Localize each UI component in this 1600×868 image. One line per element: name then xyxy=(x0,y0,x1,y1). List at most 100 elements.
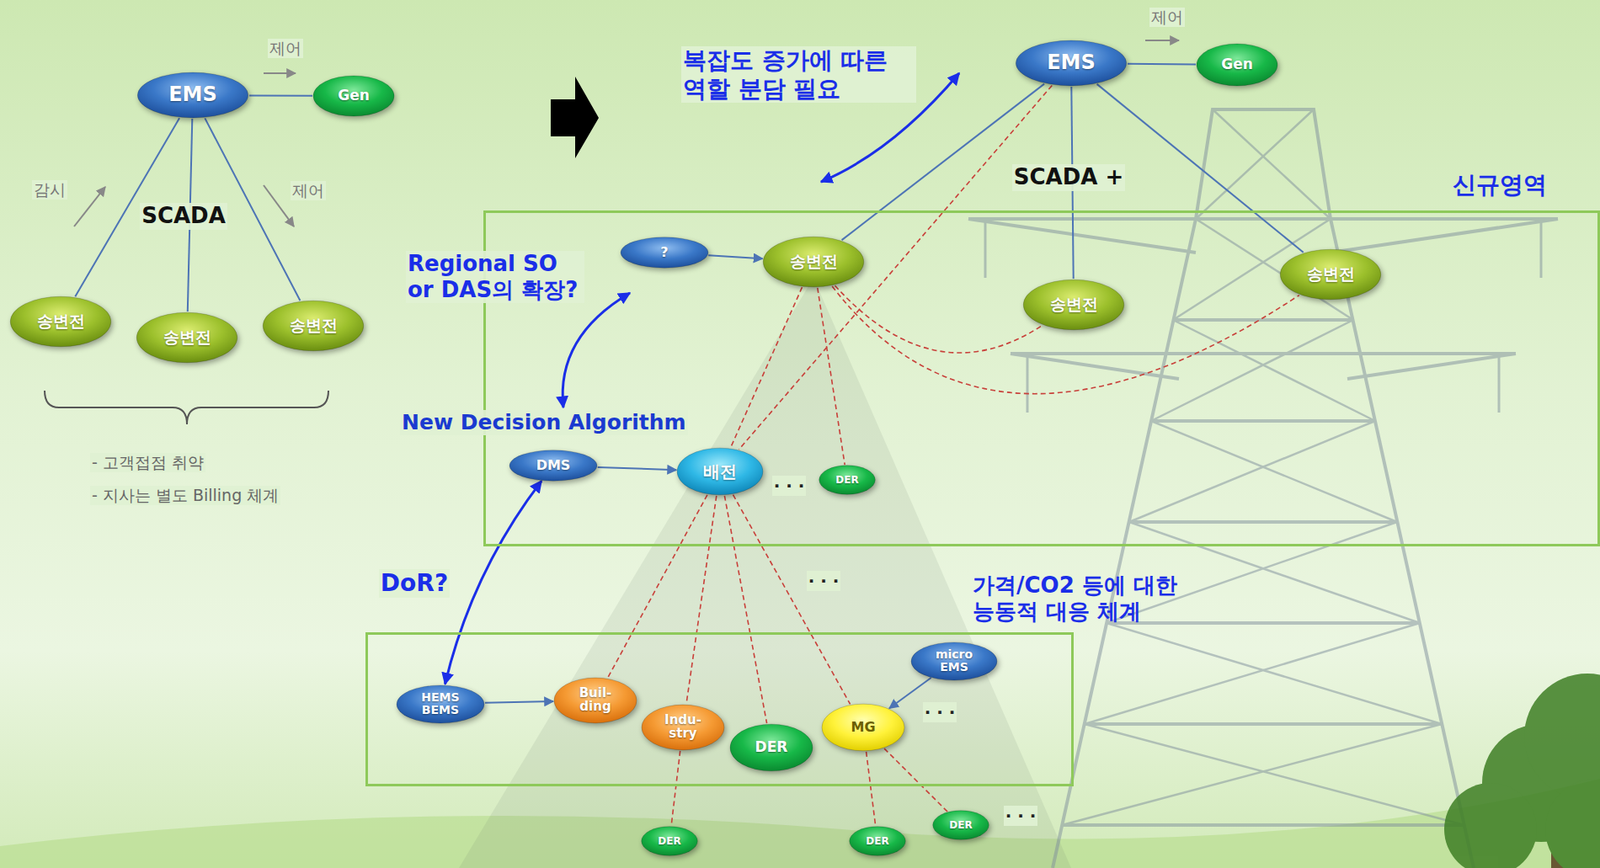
oval-fill xyxy=(1015,40,1126,86)
connector xyxy=(671,751,681,827)
oval-node: DER xyxy=(932,810,990,841)
pylon xyxy=(968,109,1558,868)
node-text-group: Gen xyxy=(337,88,370,104)
node-text-group: Indu- stry xyxy=(664,714,702,742)
node-text-group: 송변전 xyxy=(163,329,212,347)
node-label: ? xyxy=(660,245,668,261)
node-text-group: DER xyxy=(835,474,859,486)
tree xyxy=(1444,673,1600,868)
note-label: · · · xyxy=(806,570,842,592)
tree-crown xyxy=(1444,783,1537,868)
node-text-group: DER xyxy=(657,836,681,848)
node-label: 송변전 xyxy=(789,253,838,271)
node-label: 송변전 xyxy=(163,329,212,347)
oval-node: 송변전 xyxy=(762,235,865,288)
note-label: 제어 xyxy=(267,38,304,59)
oval-node: 배전 xyxy=(676,447,764,496)
oval-fill xyxy=(396,684,485,723)
note-label: · · · xyxy=(772,475,807,496)
oval-node: DER xyxy=(640,826,699,857)
oval-fill xyxy=(620,237,709,268)
node-label: MG xyxy=(850,720,875,736)
node-text-group: Buil- ding xyxy=(579,687,613,715)
node-text-group: 배전 xyxy=(703,463,737,481)
note-label: 제어 xyxy=(290,181,326,201)
node-label: micro EMS xyxy=(935,648,973,673)
oval-node: 송변전 xyxy=(261,299,365,352)
oval-node: HEMS BEMS xyxy=(395,684,486,725)
node-text-group: DER xyxy=(755,740,789,756)
connector xyxy=(1127,63,1196,66)
node-text-group: 송변전 xyxy=(37,313,86,331)
connector xyxy=(597,467,677,470)
oval-node: DMS xyxy=(508,449,598,482)
note-label: - 지사는 별도 Billing 체계 xyxy=(90,485,281,506)
connector xyxy=(608,495,708,678)
connector xyxy=(485,701,554,704)
note-label: 감시 xyxy=(32,180,68,200)
oval-fill xyxy=(1280,249,1382,300)
transition-arrow xyxy=(550,76,599,159)
oval-node: 송변전 xyxy=(1279,248,1382,301)
connector xyxy=(708,255,763,259)
connector xyxy=(739,85,1053,450)
oval-fill xyxy=(911,641,998,680)
node-label: DER xyxy=(949,820,972,832)
oval-node: Gen xyxy=(1195,42,1279,87)
node-label: 송변전 xyxy=(1050,296,1099,314)
connector xyxy=(817,288,845,465)
node-text-group: EMS xyxy=(168,84,218,106)
note-label: · · · xyxy=(1003,805,1039,827)
oval-fill xyxy=(677,448,763,496)
oval-fill xyxy=(509,450,598,481)
note-label: 복잡도 증가에 따른 역할 분담 필요 xyxy=(681,46,917,103)
oval-fill xyxy=(641,826,699,857)
node-label: DER xyxy=(865,836,889,848)
oval-fill xyxy=(554,677,637,724)
oval-node: Buil- ding xyxy=(553,677,638,725)
note-label: Regional SO or DAS의 확장? xyxy=(405,250,585,304)
oval-fill xyxy=(1023,279,1125,331)
node-label: 송변전 xyxy=(37,313,86,331)
oval-node: micro EMS xyxy=(910,641,998,682)
node-label: Indu- stry xyxy=(664,714,702,742)
connector xyxy=(832,286,1300,395)
control-arrow xyxy=(263,185,294,227)
oval-node: EMS xyxy=(1014,39,1128,87)
connector xyxy=(445,480,543,684)
node-label: HEMS BEMS xyxy=(421,691,459,716)
node-label: EMS xyxy=(168,84,218,106)
oval-node: 송변전 xyxy=(9,295,112,348)
insulators xyxy=(985,220,1542,413)
oval-fill xyxy=(641,704,725,751)
oval-fill xyxy=(137,72,248,118)
oval-node: 송변전 xyxy=(135,311,239,364)
connector xyxy=(835,285,1043,353)
region-heading: 신규영역 xyxy=(1452,170,1547,200)
oval-fill xyxy=(821,704,905,752)
node-label: 배전 xyxy=(703,463,737,481)
callout-arrow xyxy=(562,293,630,408)
node-text-group: micro EMS xyxy=(935,648,973,673)
connector xyxy=(884,748,948,812)
node-label: Gen xyxy=(337,88,370,104)
node-label: Gen xyxy=(1221,57,1254,73)
node-text-group: DMS xyxy=(536,458,571,474)
oval-fill xyxy=(136,312,238,363)
region-heading: 가격/CO2 등에 대한 능동적 대응 체계 xyxy=(972,572,1205,625)
pylon-legs xyxy=(1052,109,1474,868)
connector xyxy=(249,94,313,96)
oval-fill xyxy=(10,296,112,347)
oval-fill xyxy=(313,75,395,117)
node-text-group: 송변전 xyxy=(1050,296,1099,314)
control-arrow xyxy=(263,72,296,75)
node-text-group: EMS xyxy=(1046,52,1096,74)
node-text-group: DER xyxy=(865,836,889,848)
node-text-group: 송변전 xyxy=(289,317,338,335)
connector xyxy=(733,495,851,705)
oval-fill xyxy=(849,826,907,857)
oval-node: Indu- stry xyxy=(640,704,726,752)
oval-node: Gen xyxy=(312,74,395,118)
oval-fill xyxy=(762,236,864,288)
node-label: DER xyxy=(657,836,681,848)
